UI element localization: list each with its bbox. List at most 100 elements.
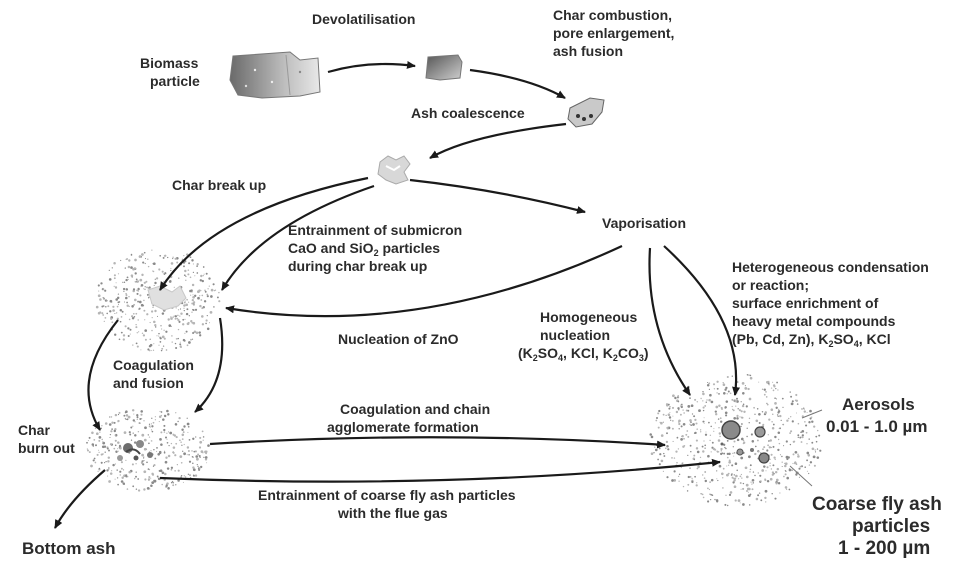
speckle-dot: [660, 422, 663, 425]
speckle-dot: [102, 441, 103, 442]
speckle-dot: [716, 392, 717, 393]
speckle-dot: [201, 315, 204, 318]
speckle-dot: [719, 432, 721, 434]
speckle-dot: [135, 313, 137, 315]
speckle-dot: [166, 433, 167, 434]
speckle-dot: [192, 284, 194, 286]
speckle-dot: [145, 263, 146, 264]
speckle-dot: [789, 489, 791, 491]
speckle-dot: [103, 305, 105, 307]
speckle-dot: [89, 437, 91, 439]
speckle-dot: [183, 339, 185, 341]
speckle-dot: [98, 284, 100, 286]
speckle-dot: [127, 488, 129, 490]
speckle-dot: [753, 482, 754, 483]
speckle-dot: [806, 459, 808, 461]
speckle-dot: [192, 296, 195, 299]
speckle-dot: [151, 250, 152, 251]
speckle-dot: [168, 324, 171, 327]
speckle-dot: [723, 392, 726, 395]
speckle-dot: [781, 456, 782, 457]
speckle-dot: [162, 312, 164, 314]
speckle-dot: [87, 448, 88, 449]
speckle-dot: [741, 477, 742, 478]
speckle-dot: [158, 345, 159, 346]
speckle-dot: [789, 468, 790, 469]
speckle-dot: [108, 450, 110, 452]
speckle-dot: [777, 449, 779, 451]
speckle-dot: [710, 435, 711, 436]
speckle-dot: [178, 329, 179, 330]
speckle-dot: [111, 428, 113, 430]
speckle-dot: [175, 315, 177, 317]
speckle-dot: [663, 414, 665, 416]
speckle-dot: [138, 431, 139, 432]
speckle-dot: [104, 290, 106, 292]
speckle-dot: [672, 394, 675, 397]
speckle-dot: [678, 423, 680, 425]
speckle-dot: [733, 446, 734, 447]
speckle-dot: [744, 387, 747, 390]
speckle-dot: [694, 476, 696, 478]
speckle-dot: [150, 339, 151, 340]
speckle-dot: [668, 404, 670, 406]
speckle-dot: [801, 436, 803, 438]
speckle-dot: [773, 384, 775, 386]
speckle-dot: [158, 268, 160, 270]
speckle-dot: [724, 389, 726, 391]
speckle-dot: [702, 421, 704, 423]
speckle-dot: [720, 417, 722, 419]
speckle-dot: [786, 489, 787, 490]
speckle-dot: [702, 450, 704, 452]
speckle-dot: [740, 482, 742, 484]
speckle-dot: [123, 415, 125, 417]
speckle-dot: [143, 334, 145, 336]
speckle-dot: [653, 452, 654, 453]
speckle-dot: [161, 484, 163, 486]
speckle-dot: [731, 474, 733, 476]
speckle-dot: [783, 424, 784, 425]
speckle-dot: [753, 471, 754, 472]
speckle-dot: [93, 439, 95, 441]
speckle-dot: [114, 277, 116, 279]
speckle-dot: [152, 317, 153, 318]
speckle-dot: [152, 307, 153, 308]
speckle-dot: [733, 479, 735, 481]
speckle-dot: [734, 474, 735, 475]
speckle-dot: [790, 416, 791, 417]
speckle-dot: [734, 452, 735, 453]
speckle-dot: [733, 440, 735, 442]
speckle-dot: [766, 466, 768, 468]
speckle-dot: [192, 322, 195, 325]
speckle-dot: [728, 453, 730, 455]
speckle-dot: [804, 421, 805, 422]
speckle-dot: [735, 475, 738, 478]
speckle-dot: [776, 382, 778, 384]
speckle-dot: [803, 408, 804, 409]
speckle-dot: [694, 419, 696, 421]
speckle-dot: [151, 418, 152, 419]
speckle-dot: [672, 428, 674, 430]
speckle-dot: [122, 311, 124, 313]
speckle-dot: [774, 402, 777, 405]
speckle-dot: [767, 404, 769, 406]
speckle-dot: [205, 291, 207, 293]
speckle-dot: [127, 327, 129, 329]
speckle-dot: [794, 441, 796, 443]
speckle-dot: [151, 481, 154, 484]
speckle-dot: [175, 258, 177, 260]
speckle-dot: [791, 469, 793, 471]
speckle-dot: [718, 418, 719, 419]
speckle-dot: [183, 452, 186, 455]
speckle-dot: [669, 412, 670, 413]
speckle-dot: [690, 476, 691, 477]
speckle-dot: [678, 428, 679, 429]
speckle-dot: [93, 445, 95, 447]
speckle-dot: [670, 420, 671, 421]
speckle-dot: [668, 413, 671, 416]
speckle-dot: [715, 406, 718, 409]
speckle-dot: [766, 449, 768, 451]
speckle-dot: [203, 436, 205, 438]
speckle-dot: [719, 436, 721, 438]
speckle-dot: [99, 468, 101, 470]
